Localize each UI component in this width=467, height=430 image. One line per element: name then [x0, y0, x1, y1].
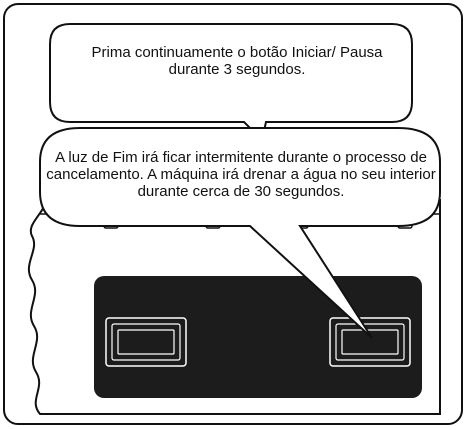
left-button	[105, 317, 187, 367]
callout-bottom-bubble	[39, 127, 441, 339]
callout-top-bubble	[49, 23, 413, 142]
start-pause-button	[329, 317, 411, 367]
